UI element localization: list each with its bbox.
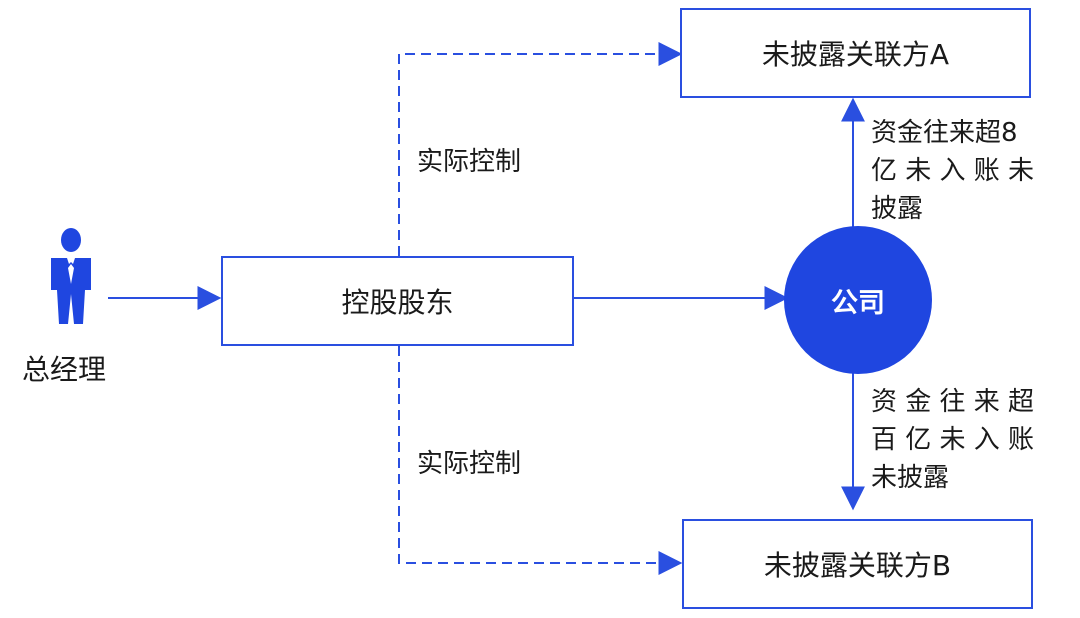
annotation-bottom-line-2: 百 亿 未 入 账	[871, 425, 1035, 455]
controlling-shareholder-box: 控股股东	[221, 256, 574, 346]
annotation-bottom-line-3: 未披露	[871, 463, 950, 493]
annotation-top-line-1: 资金往来超8	[871, 118, 1018, 148]
fund-flow-annotation-top: 资金往来超8 亿 未 入 账 未 披露	[871, 114, 1034, 228]
undisclosed-party-b-box: 未披露关联方B	[682, 519, 1033, 609]
control-label-top: 实际控制	[417, 147, 522, 177]
company-node: 公司	[784, 226, 932, 374]
control-label-bottom: 实际控制	[417, 449, 522, 479]
undisclosed-party-a-box: 未披露关联方A	[680, 8, 1031, 98]
annotation-bottom-line-1: 资 金 往 来 超	[871, 387, 1035, 417]
dashed-control-to-party-b	[398, 346, 683, 575]
person-label: 总经理	[22, 353, 107, 386]
annotation-top-line-2: 亿 未 入 账 未	[871, 156, 1035, 186]
fund-flow-annotation-bottom: 资 金 往 来 超 百 亿 未 入 账 未披露	[871, 383, 1034, 497]
annotation-top-line-3: 披露	[871, 194, 924, 224]
dashed-control-to-party-a	[398, 42, 683, 256]
person-businessman-icon	[47, 228, 95, 328]
undisclosed-party-a-label: 未披露关联方A	[761, 38, 950, 71]
undisclosed-party-b-label: 未披露关联方B	[763, 549, 952, 582]
company-label: 公司	[831, 287, 885, 319]
controlling-shareholder-label: 控股股东	[341, 286, 454, 319]
